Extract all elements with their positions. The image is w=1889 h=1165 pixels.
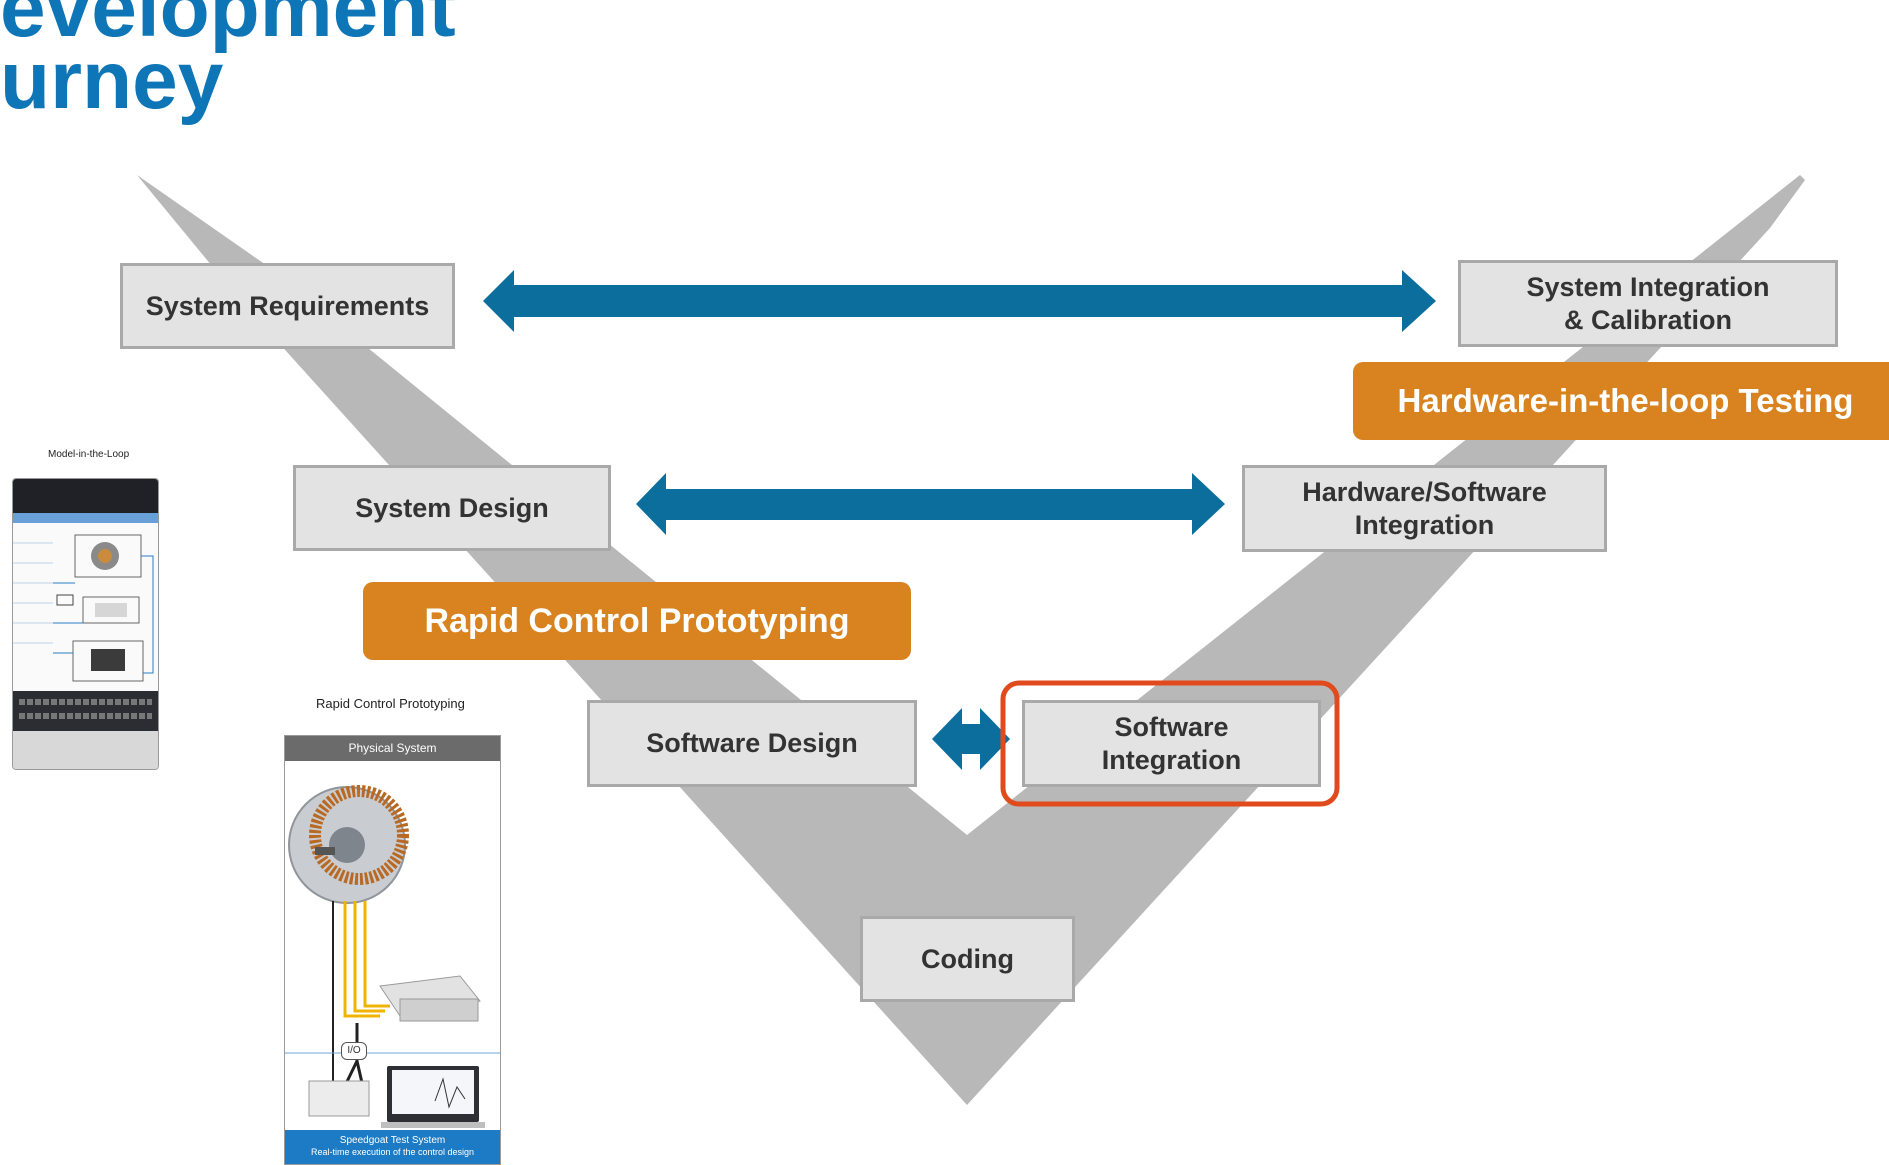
software-integration-highlight (1000, 680, 1340, 807)
page-title-line-1: evelopment (0, 0, 456, 54)
software-level-arrow (932, 708, 1010, 770)
system-integration-box: System Integration & Calibration (1458, 260, 1838, 347)
speedgoat-footer: Speedgoat Test System Real-time executio… (285, 1130, 500, 1164)
system-integration-label-line-1: System Integration (1526, 271, 1770, 302)
software-integration-label-line-1: Software (1114, 711, 1229, 742)
io-label: I/O (341, 1042, 367, 1060)
hw-sw-integration-label-line-2: Integration (1354, 509, 1495, 540)
software-design-label: Software Design (646, 728, 858, 758)
hw-sw-integration-label-line-1: Hardware/Software (1302, 476, 1547, 507)
app-toolbar (13, 513, 158, 523)
system-design-box: System Design (293, 465, 611, 551)
hil-badge: Hardware-in-the-loop Testing (1353, 362, 1889, 440)
hw-sw-integration-box: Hardware/Software Integration (1242, 465, 1607, 552)
system-integration-label-line-2: & Calibration (1563, 304, 1732, 335)
software-integration-label-line-2: Integration (1101, 744, 1242, 775)
design-level-arrow (636, 473, 1225, 535)
system-level-arrow (483, 270, 1436, 332)
rcp-badge: Rapid Control Prototyping (363, 582, 911, 660)
system-requirements-label: System Requirements (145, 290, 430, 321)
coding-box: Coding (860, 916, 1075, 1002)
rcp-hardware-image (285, 785, 500, 1128)
hil-badge-label: Hardware-in-the-loop Testing (1397, 382, 1854, 419)
laptop-bezel (13, 479, 158, 513)
rcp-image-panel: Physical System I/O Speedgoat Test Syste… (284, 735, 501, 1165)
simulink-model-image (13, 523, 158, 713)
laptop-base (13, 731, 158, 769)
mil-caption: Model-in-the-Loop (48, 449, 130, 460)
keyboard-image (13, 691, 158, 731)
page-title-line-2: urney (0, 35, 224, 126)
speedgoat-footer-subtitle: Real-time execution of the control desig… (310, 1147, 475, 1157)
system-design-label: System Design (355, 492, 549, 523)
mil-laptop-image (12, 478, 159, 770)
system-requirements-box: System Requirements (120, 263, 455, 349)
speedgoat-footer-title: Speedgoat Test System (339, 1135, 446, 1146)
rcp-badge-label: Rapid Control Prototyping (424, 601, 850, 640)
software-design-box: Software Design (587, 700, 917, 787)
software-integration-box: Software Integration (1022, 700, 1321, 787)
coding-label: Coding (921, 943, 1014, 974)
rcp-caption: Rapid Control Prototyping (316, 696, 465, 711)
physical-system-header: Physical System (285, 736, 500, 761)
